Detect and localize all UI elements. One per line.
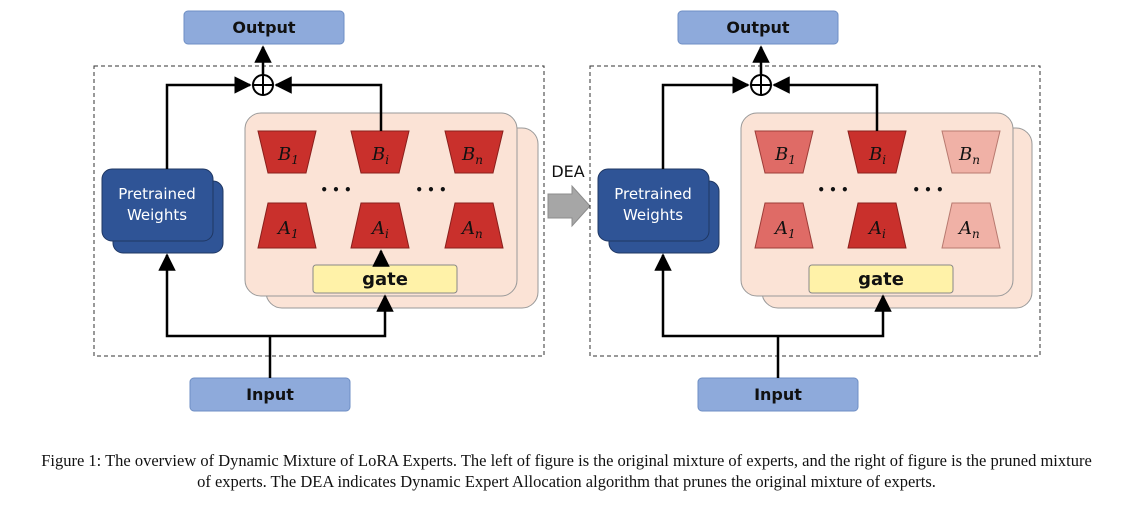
right-expert-a1 [754,202,814,249]
right-expert-an-label: An [957,218,980,241]
left-expert-an-label: An [460,218,483,241]
left-input-label: Input [246,385,294,404]
left-expert-b1-label: B1 [277,144,299,167]
left-sum-node [252,74,274,96]
right-pretrained-box [597,168,710,242]
left-expert-bn-label: Bn [461,144,483,167]
right-expert-a1-label: A1 [773,218,796,241]
left-pretrained-line2: Weights [127,206,187,224]
dea-label: DEA [551,162,584,181]
left-dots-2: • • • [415,183,446,197]
right-output-label: Output [726,18,789,37]
left-output-label: Output [232,18,295,37]
right-expert-an [941,202,1001,249]
left-expert-bi-label: Bi [371,144,389,167]
right-expert-bi-label: Bi [868,144,886,167]
left-expert-a1-label: A1 [276,218,299,241]
right-expert-ai-label: Ai [867,218,886,241]
left-dots-1: • • • [320,183,351,197]
right-input-label: Input [754,385,802,404]
left-expert-b1 [257,130,317,174]
right-output-box [677,10,839,45]
left-module-boundary [93,65,545,357]
left-expert-ai-label: Ai [370,218,389,241]
right-sum-node [750,74,772,96]
right-expert-b1 [754,130,814,174]
left-expert-a1 [257,202,317,249]
right-gate-label: gate [858,269,904,290]
right-expert-b1-label: B1 [774,144,796,167]
right-panel: Output Input Pretrained Weights B1 Bi Bn… [589,10,1041,412]
left-pretrained-line1: Pretrained [118,185,196,203]
dea-transition: DEA [547,162,591,228]
right-expert-bn-label: Bn [958,144,980,167]
right-pretrained-line2: Weights [623,206,683,224]
left-output-box [183,10,345,45]
right-connectors [654,45,892,378]
dea-arrow [547,184,591,228]
right-pretrained-line1: Pretrained [614,185,692,203]
right-expert-ai [847,202,907,249]
left-expert-ai [350,202,410,249]
left-expert-bn [444,130,504,174]
left-pretrained-box [101,168,214,242]
left-panel: Output Input Pretrained Weights B1 Bi Bn… [93,10,545,412]
right-gate-box [808,264,954,294]
right-module-boundary [589,65,1041,357]
right-dots-1: • • • [817,183,848,197]
diagram: Output Input Pretrained Weights B1 Bi Bn… [93,10,1041,412]
right-dots-2: • • • [912,183,943,197]
left-expert-an [444,202,504,249]
left-gate-label: gate [362,269,408,290]
left-expert-bi [350,130,410,174]
right-expert-bi [847,130,907,174]
left-connectors [158,45,394,378]
figure-caption: Figure 1: The overview of Dynamic Mixtur… [41,451,1092,491]
right-expert-bn [941,130,1001,174]
